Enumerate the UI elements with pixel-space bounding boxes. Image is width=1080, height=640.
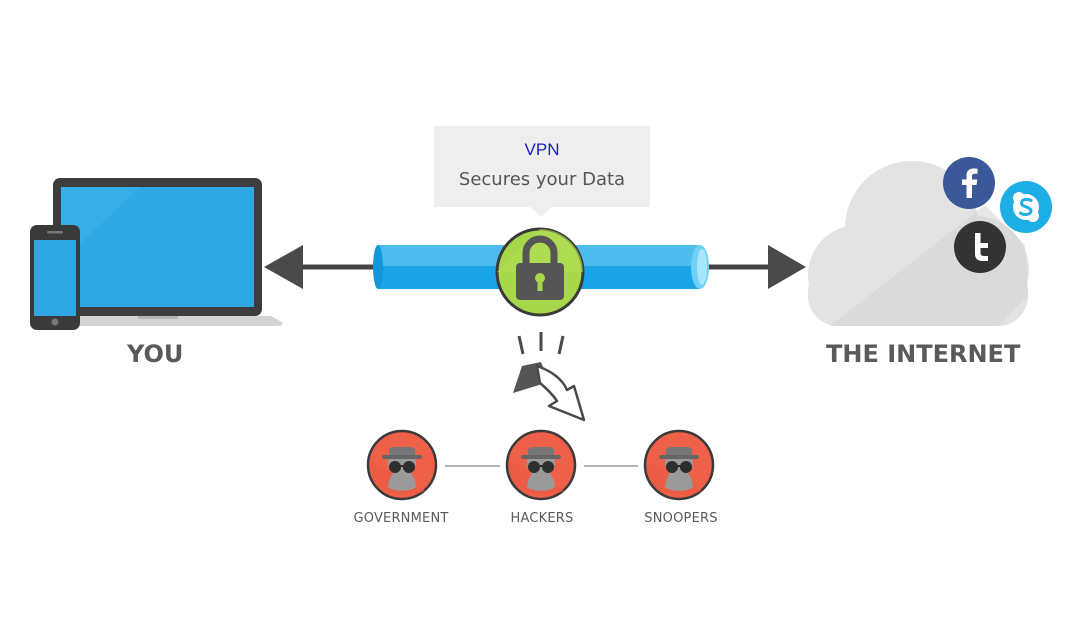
threat-label-hackers: HACKERS <box>510 511 574 526</box>
arrow-to-internet <box>704 245 806 289</box>
arrow-to-you <box>264 245 378 289</box>
padlock-icon <box>516 235 564 300</box>
you-label: YOU <box>127 340 184 368</box>
lock-badge <box>495 227 585 317</box>
hacker-spy-icon <box>505 429 577 501</box>
vpn-tooltip: VPN Secures your Data <box>434 126 650 217</box>
smartphone-icon <box>30 225 80 330</box>
tooltip-title: VPN <box>524 140 560 159</box>
skype-icon <box>1000 181 1052 233</box>
tooltip-subtitle: Secures your Data <box>458 169 626 190</box>
snooper-spy-icon <box>643 429 715 501</box>
facebook-icon <box>943 157 995 209</box>
bent-arrow-icon <box>513 362 586 422</box>
government-spy-icon <box>366 429 438 501</box>
deflection-marks <box>517 332 565 355</box>
threat-label-government: GOVERNMENT <box>353 511 449 526</box>
threat-label-snoopers: SNOOPERS <box>644 511 718 526</box>
twitter-icon <box>954 221 1006 273</box>
laptop-icon <box>44 178 283 326</box>
internet-label: THE INTERNET <box>826 340 1021 368</box>
